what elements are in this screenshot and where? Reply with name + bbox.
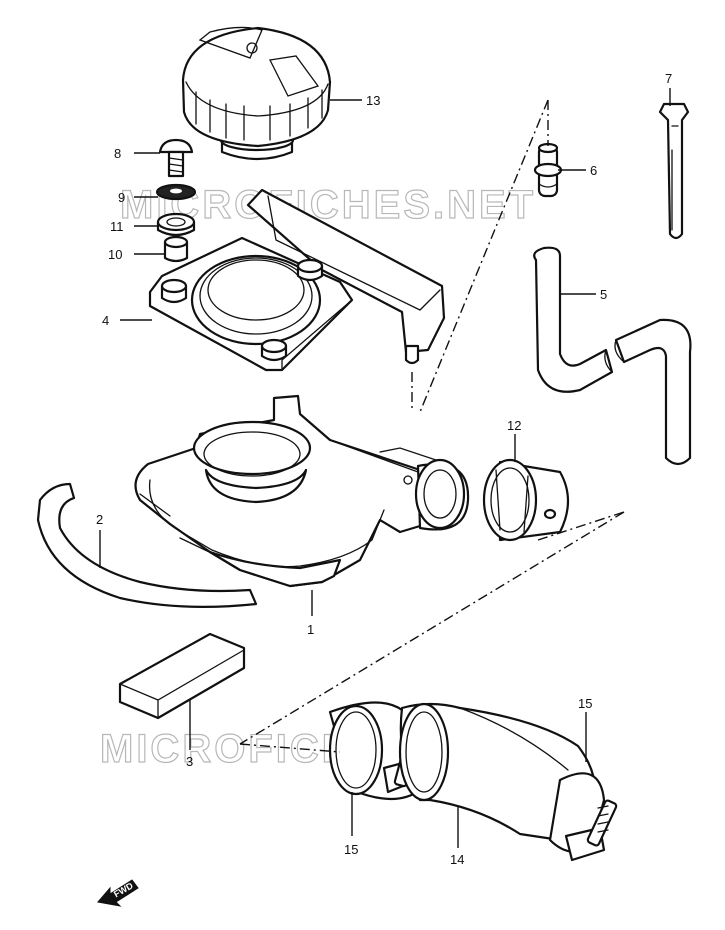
part-15-clamp-left [328, 701, 422, 800]
callouts: 8 9 11 10 4 13 6 7 5 12 2 1 3 15 14 15 [96, 71, 672, 867]
callout-3: 3 [186, 754, 193, 769]
part-13-cap [181, 26, 332, 161]
part-6-connector [533, 142, 563, 198]
callout-9: 9 [118, 190, 125, 205]
callout-15-left: 15 [344, 842, 358, 857]
callout-13: 13 [366, 93, 380, 108]
callout-12: 12 [507, 418, 521, 433]
part-7-strap [658, 102, 690, 240]
part-4-bracket [148, 188, 446, 372]
part-12-sleeve [482, 458, 570, 542]
callout-5: 5 [600, 287, 607, 302]
part-3-pad [118, 632, 246, 720]
callout-4: 4 [102, 313, 109, 328]
part-5-hose [533, 246, 692, 466]
part-8-screw [158, 138, 194, 178]
part-15-clamp-right [548, 772, 618, 862]
part-9-washer [155, 183, 197, 201]
callout-7: 7 [665, 71, 672, 86]
callout-2: 2 [96, 512, 103, 527]
part-11-grommet [156, 212, 196, 237]
callout-10: 10 [108, 247, 122, 262]
callout-11: 11 [110, 219, 124, 234]
part-14-elbow [398, 702, 596, 842]
part-10-collar [163, 235, 189, 263]
part-1-housing [134, 394, 470, 588]
callout-1: 1 [307, 622, 314, 637]
leader-lines [99, 88, 671, 848]
fwd-arrow-icon: FWD [97, 879, 139, 907]
callout-8: 8 [114, 146, 121, 161]
callout-15-right: 15 [578, 696, 592, 711]
callout-14: 14 [450, 852, 464, 867]
callout-6: 6 [590, 163, 597, 178]
part-2-seal-strip [36, 482, 258, 608]
